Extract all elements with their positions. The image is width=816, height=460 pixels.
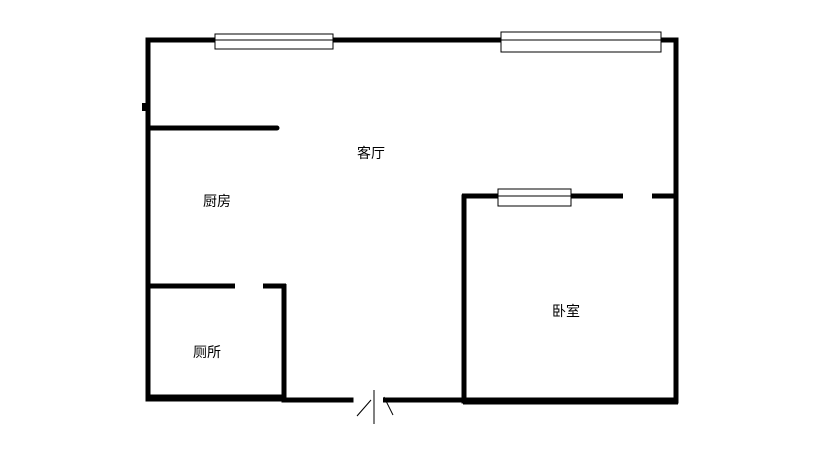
room-label-kitchen: 厨房 — [203, 194, 231, 210]
window-kitchen — [214, 33, 334, 50]
wall-stub — [142, 103, 146, 111]
room-label-living-room: 客厅 — [357, 146, 385, 162]
room-label-toilet: 厕所 — [193, 345, 221, 361]
door-swing-right — [383, 396, 394, 416]
windows — [214, 31, 662, 207]
walls — [142, 37, 679, 405]
door-swing-left — [356, 399, 372, 417]
room-label-bedroom: 卧室 — [552, 304, 580, 320]
entrance-door — [356, 390, 394, 424]
window-living-room — [500, 31, 662, 53]
window-bedroom — [497, 188, 572, 207]
